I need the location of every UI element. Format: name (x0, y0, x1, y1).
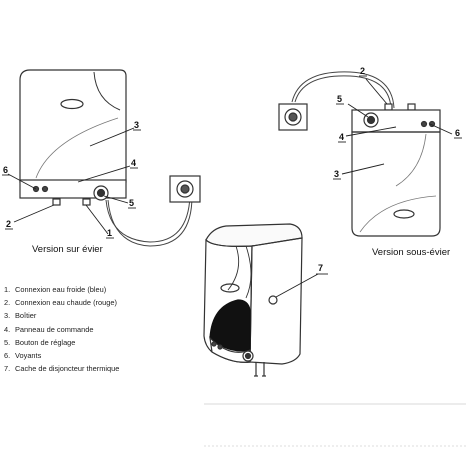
legend-item: 4.Panneau de commande (4, 324, 94, 334)
callout-under-6: 6 (455, 128, 460, 138)
under-sink-leaders (341, 78, 453, 175)
under-sink-power-cable (291, 71, 395, 109)
callout-under-3: 3 (334, 169, 339, 179)
front-view-control-panel (209, 336, 251, 363)
front-view-leader (275, 273, 328, 298)
callout-over-4: 4 (131, 158, 136, 168)
legend-item: 2.Connexion eau chaude (rouge) (4, 298, 117, 308)
caption-over-sink: Version sur évier (32, 244, 103, 255)
legend-item: 1.Connexion eau froide (bleu) (4, 285, 107, 294)
caption-under-sink: Version sous-évier (372, 247, 451, 258)
over-sink-wall-socket (169, 175, 201, 203)
callout-over-3: 3 (134, 120, 139, 130)
parts-legend: 1.Connexion eau froide (bleu) 2.Connexio… (4, 283, 119, 375)
callout-front-7: 7 (318, 263, 323, 273)
callout-under-5: 5 (337, 94, 342, 104)
front-view-indicator-right (217, 344, 223, 350)
callout-over-1: 1 (107, 228, 112, 238)
under-sink-wall-socket (278, 103, 308, 131)
front-view-logo (220, 283, 240, 293)
over-sink-indicator-right (41, 185, 49, 193)
callout-under-2: 2 (360, 66, 365, 76)
callout-over-2: 2 (6, 219, 11, 229)
legend-item: 7.Cache de disjoncteur thermique (4, 364, 120, 374)
over-sink-hot-connector (52, 198, 61, 206)
under-sink-unit (351, 103, 441, 237)
callout-over-6: 6 (3, 165, 8, 175)
under-sink-logo (393, 209, 415, 219)
legend-item: 5.Bouton de réglage (4, 337, 76, 347)
legend-item: 6.Voyants (4, 350, 42, 360)
front-view-breaker-cover (268, 295, 278, 305)
over-sink-cold-connector (82, 198, 91, 206)
legend-item: 3.Boîtier (4, 311, 37, 321)
front-view-top-face (205, 223, 303, 247)
over-sink-housing (19, 69, 127, 183)
over-sink-callout-numbers: 3 4 6 5 2 1 (3, 120, 139, 238)
front-view-right-face (249, 237, 303, 365)
over-sink-unit (19, 69, 127, 206)
over-sink-logo (60, 98, 84, 110)
callout-over-5: 5 (129, 198, 134, 208)
under-sink-hot-connector (384, 103, 393, 111)
front-view-unit (203, 223, 303, 377)
callout-under-4: 4 (339, 132, 344, 142)
front-view-indicator-left (211, 341, 217, 347)
under-sink-cold-connector (407, 103, 416, 111)
under-sink-housing (351, 131, 441, 237)
under-sink-indicator-left (420, 120, 428, 128)
under-sink-callout-numbers: 2 5 4 6 3 (334, 66, 460, 179)
over-sink-leaders (7, 127, 135, 235)
over-sink-power-cable (105, 195, 193, 247)
